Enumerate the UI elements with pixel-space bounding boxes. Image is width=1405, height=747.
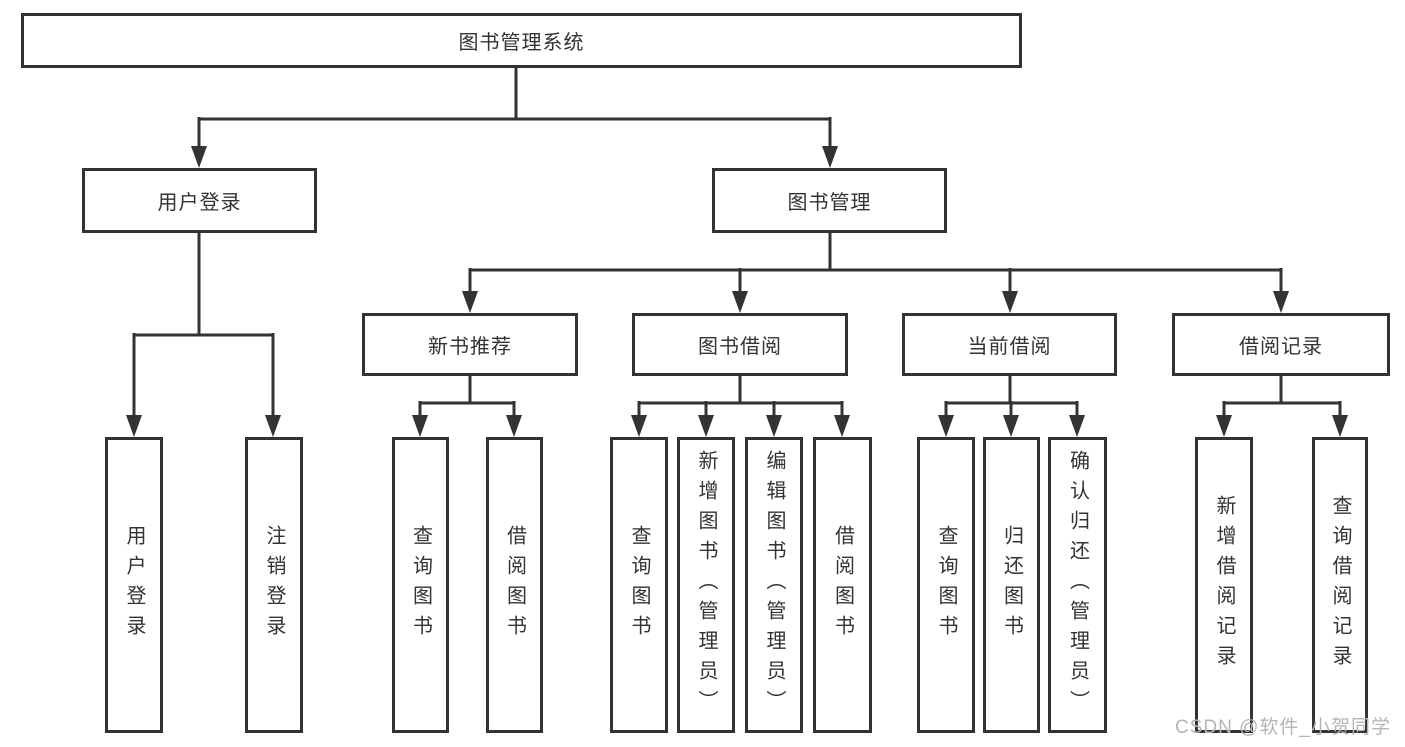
node-label: 借阅图书 <box>503 525 526 645</box>
edge-bookmgmt-to-level3 <box>462 233 1289 313</box>
node-label: 借阅记录 <box>1239 336 1323 358</box>
csdn-watermark: CSDN @软件_小贺同学 <box>1175 717 1391 738</box>
node-label: 借阅图书 <box>831 525 854 645</box>
node-label: 用户登录 <box>157 192 242 214</box>
node-label: 编辑图书（管理员） <box>763 450 785 720</box>
node-label: 当前借阅 <box>967 336 1052 358</box>
node-label: 图书管理 <box>787 192 872 214</box>
leaf-query-books-2: 查询图书 <box>610 437 668 733</box>
node-label: 用户登录 <box>123 525 145 645</box>
leaf-add-borrow-record: 新增借阅记录 <box>1195 437 1253 733</box>
leaf-query-books-1: 查询图书 <box>392 437 449 733</box>
edge-current-to-leaves <box>938 376 1085 437</box>
leaf-query-borrow-record: 查询借阅记录 <box>1312 437 1368 733</box>
node-label: 查询图书 <box>935 525 957 645</box>
leaf-add-books-admin: 新增图书（管理员） <box>677 437 735 733</box>
node-label: 新增图书（管理员） <box>695 450 717 720</box>
leaf-edit-books-admin: 编辑图书（管理员） <box>745 437 803 733</box>
node-label: 新增借阅记录 <box>1213 495 1235 675</box>
node-book-management: 图书管理 <box>712 168 947 233</box>
leaf-return-books: 归还图书 <box>983 437 1040 733</box>
node-label: 查询借阅记录 <box>1329 495 1351 675</box>
node-label: 归还图书 <box>1000 525 1023 645</box>
leaf-confirm-return-admin: 确认归还（管理员） <box>1048 437 1107 733</box>
node-label: 新书推荐 <box>428 336 512 358</box>
leaf-logout: 注销登录 <box>245 437 303 733</box>
node-label: 图书借阅 <box>698 336 782 358</box>
node-root-library-system: 图书管理系统 <box>21 13 1022 68</box>
edge-login-to-leaves <box>126 233 281 437</box>
leaf-borrow-books-1: 借阅图书 <box>486 437 543 733</box>
node-user-login: 用户登录 <box>82 168 317 233</box>
node-book-borrow: 图书借阅 <box>632 313 848 376</box>
edge-recommend-to-leaves <box>412 376 522 437</box>
node-label: 确认归还（管理员） <box>1066 450 1089 720</box>
leaf-borrow-books-2: 借阅图书 <box>813 437 872 733</box>
node-label: 注销登录 <box>263 525 285 645</box>
node-borrow-records: 借阅记录 <box>1172 313 1390 376</box>
edge-records-to-leaves <box>1216 376 1348 437</box>
node-label: 图书管理系统 <box>458 32 585 54</box>
edge-root-to-level2 <box>191 68 838 168</box>
edge-borrow-to-leaves <box>631 376 850 437</box>
node-new-book-recommend: 新书推荐 <box>362 313 578 376</box>
leaf-query-books-3: 查询图书 <box>917 437 975 733</box>
node-label: 查询图书 <box>628 525 650 645</box>
node-current-borrow: 当前借阅 <box>902 313 1117 376</box>
leaf-user-login: 用户登录 <box>105 437 163 733</box>
node-label: 查询图书 <box>409 525 432 645</box>
